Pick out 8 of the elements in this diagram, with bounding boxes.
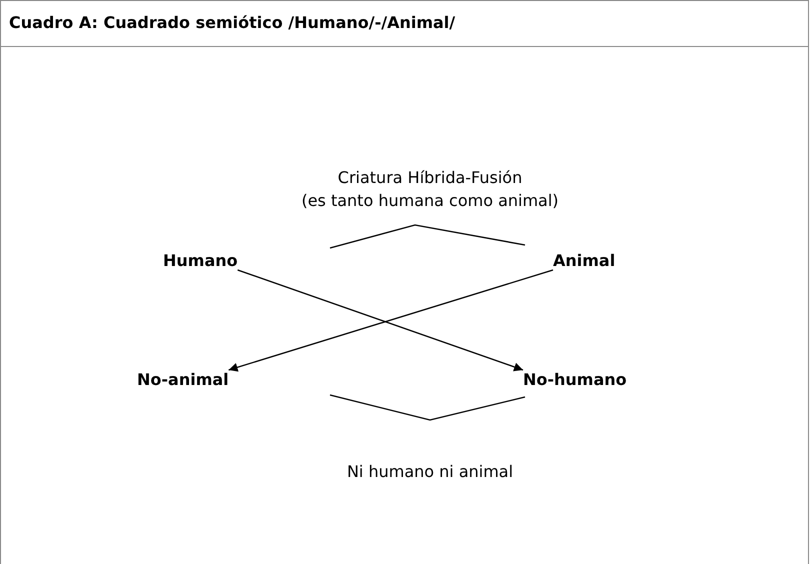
node-label: No-humano xyxy=(523,370,627,389)
node-label: Animal xyxy=(553,251,616,270)
node-label: No-animal xyxy=(137,370,229,389)
text-label: (es tanto humana como animal) xyxy=(301,191,559,210)
title: Cuadro A: Cuadrado semiótico /Humano/-/Animal/ xyxy=(9,13,456,32)
text-label: Ni humano ni animal xyxy=(346,462,514,481)
text-label: Criatura Híbrida-Fusión xyxy=(338,168,522,187)
node-label: Humano xyxy=(163,251,238,270)
